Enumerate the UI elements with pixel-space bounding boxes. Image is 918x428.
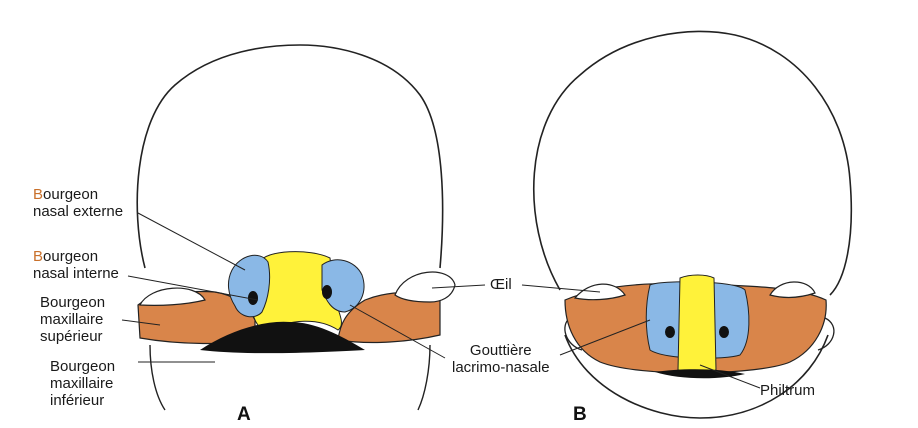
label-max-inf-line2: maxillaire (50, 375, 115, 392)
label-gouttiere-line1: Gouttière (452, 342, 550, 359)
label-nasal-externe-line2: nasal externe (33, 203, 123, 220)
label-bourgeon-maxillaire-inferieur: Bourgeon maxillaire inférieur (50, 358, 115, 409)
label-nasal-interne-line2: nasal interne (33, 265, 119, 282)
label-max-inf-line1: Bourgeon (50, 358, 115, 375)
label-nasal-externe-initial: B (33, 186, 43, 203)
panel-letter-b: B (573, 404, 587, 426)
label-oeil: Œil (490, 276, 512, 293)
panel-a-jaw-outline (150, 345, 430, 410)
panel-a-head-outline (137, 45, 442, 268)
label-philtrum: Philtrum (760, 382, 815, 399)
label-gouttiere-lacrimo-nasale: Gouttière lacrimo-nasale (452, 342, 550, 376)
label-bourgeon-nasal-externe: Bourgeon nasal externe (33, 186, 123, 220)
panel-b-philtrum-region (678, 275, 716, 373)
label-nasal-interne-line1: ourgeon (43, 248, 98, 265)
panel-letter-a: A (237, 404, 251, 426)
panel-a-drawing (122, 45, 455, 410)
label-max-sup-line3: supérieur (40, 328, 105, 345)
panel-b-eye-right (770, 282, 815, 297)
label-bourgeon-maxillaire-superieur: Bourgeon maxillaire supérieur (40, 294, 105, 345)
label-nasal-interne-initial: B (33, 248, 43, 265)
panel-b-nostril-right (719, 326, 729, 338)
leader-nasal-externe (138, 213, 245, 270)
label-max-sup-line1: Bourgeon (40, 294, 105, 311)
label-max-inf-line3: inférieur (50, 392, 115, 409)
panel-a-nostril-right (322, 285, 332, 299)
label-max-sup-line2: maxillaire (40, 311, 105, 328)
label-nasal-externe-line1: ourgeon (43, 186, 98, 203)
panel-b-nostril-left (665, 326, 675, 338)
label-bourgeon-nasal-interne: Bourgeon nasal interne (33, 248, 119, 282)
label-gouttiere-line2: lacrimo-nasale (452, 359, 550, 376)
